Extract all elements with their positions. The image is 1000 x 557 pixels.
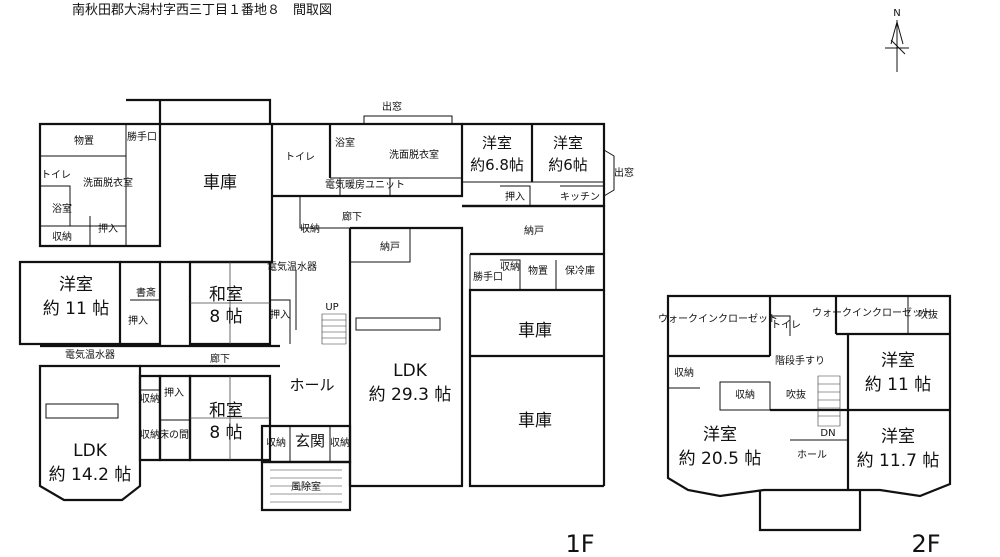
room-2f-wic-right: ウォークインクローゼット (812, 307, 932, 319)
room-denki-onsuiki-low: 電気温水器 (65, 348, 115, 361)
room-shuno-small: 収納 (52, 230, 72, 243)
room-shako-top: 車庫 (203, 173, 237, 193)
room-fujoshitsu: 風除室 (291, 480, 321, 493)
second-floor-partitions (668, 296, 909, 441)
room-youshitsu-6-size: 約6帖 (548, 156, 588, 174)
room-2f-shuno-mid: 収納 (735, 388, 755, 401)
room-shuno-genkan-left: 収納 (266, 436, 286, 449)
room-youshitsu-68: 洋室 (482, 134, 512, 152)
second-floor-walls (666, 294, 952, 532)
second-floor-plan: ウォークインクローゼット トイレ ウォークインクローゼット 吹抜 階段手すり 収… (658, 294, 952, 532)
room-oshiire-shosai: 押入 (128, 314, 148, 327)
room-horeiko: 保冷庫 (565, 264, 595, 277)
second-floor-stairs (817, 375, 841, 427)
entrance-floor-grid (270, 469, 342, 503)
room-ldk-small-size: 約 14.2 帖 (49, 465, 132, 485)
room-2f-shuno-left: 収納 (674, 366, 694, 379)
first-floor-stairs (321, 313, 347, 345)
room-nando-center: 納戸 (380, 240, 400, 253)
room-2f-hall: ホール (797, 449, 827, 461)
room-2f-youshitsu-11: 洋室 (881, 351, 915, 371)
room-2f-wic-left: ウォークインクローゼット (658, 313, 778, 325)
room-denki-onsuiki: 電気温水器 (267, 260, 317, 273)
room-shosai: 書斎 (136, 286, 156, 299)
room-oshiire-top: 押入 (505, 190, 525, 203)
room-youshitsu-11: 洋室 (59, 275, 93, 295)
room-hall: ホール (289, 376, 334, 394)
room-2f-fukinuke-mid: 吹抜 (786, 388, 806, 401)
room-denki-unit: 電気暖房ユニット (325, 178, 405, 191)
stair-up-label: UP (325, 302, 338, 313)
plan-title: 南秋田郡大潟村字西三丁目１番地８ 間取図 (72, 2, 332, 18)
north-arrow-icon (885, 20, 909, 72)
room-2f-youshitsu-205: 洋室 (703, 425, 737, 445)
room-washitsu-top-size: 8 帖 (209, 307, 242, 327)
kitchen-counter (45, 317, 441, 419)
room-youshitsu-68-size: 約6.8帖 (470, 156, 524, 174)
room-senmen-small: 洗面脱衣室 (83, 176, 133, 189)
room-yokushitsu-small: 浴室 (52, 202, 72, 215)
room-shuno-right: 収納 (500, 260, 520, 273)
room-monooki-1: 物置 (74, 134, 94, 147)
room-shako-low: 車庫 (518, 411, 552, 431)
room-2f-youshitsu-117: 洋室 (881, 427, 915, 447)
room-monooki-2: 物置 (528, 264, 548, 277)
bay-windows (363, 115, 615, 197)
room-washitsu-top: 和室 (209, 285, 243, 305)
first-floor-plan: 物置 勝手口 トイレ 洗面脱衣室 浴室 収納 押入 車庫 トイレ 浴室 洗面脱衣… (18, 98, 634, 512)
room-yokushitsu: 浴室 (335, 136, 355, 149)
room-youshitsu-6: 洋室 (553, 134, 583, 152)
room-oshiire-low: 押入 (164, 386, 184, 399)
room-washitsu-low-size: 8 帖 (209, 423, 242, 443)
room-2f-youshitsu-205-size: 約 20.5 帖 (679, 449, 762, 469)
room-ldk-big-size: 約 29.3 帖 (369, 385, 452, 405)
room-nando-right: 納戸 (524, 224, 544, 237)
room-kitchen: キッチン (560, 191, 600, 203)
stair-dn-label: DN (820, 428, 835, 439)
room-shuno-hall: 収納 (300, 222, 320, 235)
room-katteguchi: 勝手口 (127, 130, 157, 143)
room-oshiire-washitsu: 押入 (270, 308, 290, 321)
room-ldk-small: LDK (73, 441, 108, 461)
room-washitsu-low: 和室 (209, 401, 243, 421)
room-senmen: 洗面脱衣室 (389, 148, 439, 161)
room-tokonoma: 床の間 (159, 428, 189, 441)
room-demado-right: 出窓 (614, 166, 634, 179)
north-label: N (893, 8, 900, 19)
room-katteguchi-2: 勝手口 (473, 270, 503, 283)
room-shuno-genkan-right: 収納 (330, 436, 350, 449)
room-youshitsu-11-size: 約 11 帖 (43, 299, 109, 319)
room-2f-fukinuke-top: 吹抜 (918, 308, 938, 321)
room-2f-kaidan: 階段手すり (775, 354, 825, 367)
floor-label-2f: 2F (911, 530, 940, 557)
first-floor-partitions (40, 124, 604, 462)
room-2f-youshitsu-11-size: 約 11 帖 (865, 375, 931, 395)
room-rouka-low: 廊下 (210, 352, 230, 365)
room-shuno-a: 収納 (140, 392, 160, 405)
room-genkan: 玄関 (295, 432, 325, 450)
room-2f-youshitsu-117-size: 約 11.7 帖 (857, 451, 940, 471)
room-rouka-top: 廊下 (342, 210, 362, 223)
room-ldk-big: LDK (393, 361, 428, 381)
room-toilet-2: トイレ (285, 152, 315, 163)
room-shuno-b: 収納 (140, 428, 160, 441)
first-floor-walls (18, 98, 606, 512)
room-toilet-1: トイレ (41, 170, 71, 181)
room-demado-top: 出窓 (382, 100, 402, 113)
floor-label-1f: 1F (565, 530, 594, 557)
room-oshiire-small: 押入 (98, 222, 118, 235)
first-floor-tatami (190, 262, 270, 460)
room-2f-toilet: トイレ (771, 320, 801, 331)
room-shako-mid: 車庫 (518, 321, 552, 341)
